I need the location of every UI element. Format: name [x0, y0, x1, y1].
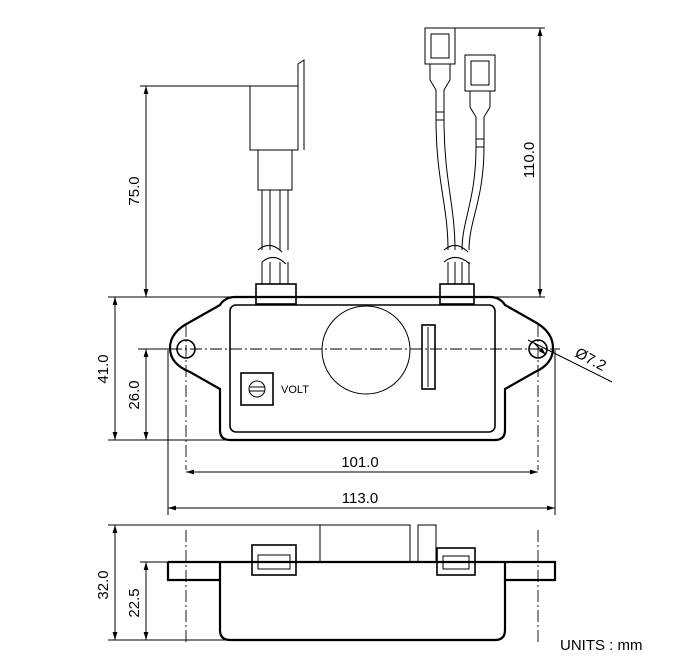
volt-label: VOLT: [281, 384, 309, 396]
top-view: VOLT: [150, 27, 560, 470]
spade-terminals: [424, 27, 496, 305]
dim-22-5: 22.5: [126, 588, 143, 617]
capacitor-top: [321, 305, 411, 395]
dimension-texts-side: 32.0 22.5: [95, 570, 143, 617]
heat-sink-slot: [421, 324, 436, 390]
dim-101: 101.0: [341, 454, 379, 471]
dimension-texts-top: 75.0 110.0 41.0 26.0 101.0 113.0 Ø7.2: [95, 142, 609, 507]
potentiometer-screw-icon: [248, 380, 266, 398]
dim-75: 75.0: [126, 176, 143, 205]
side-capacitor: [319, 524, 411, 563]
dim-110: 110.0: [521, 142, 538, 178]
dimension-lines-top: [108, 27, 613, 515]
dim-41: 41.0: [95, 354, 112, 383]
dimension-lines-side: [108, 524, 320, 641]
volt-adjuster: [240, 372, 274, 406]
dim-hole-diameter: Ø7.2: [572, 345, 609, 375]
dim-32: 32.0: [95, 570, 112, 599]
regulator-body: [229, 304, 496, 433]
units-label: UNITS : mm: [560, 637, 643, 654]
plug-connector: [249, 59, 305, 305]
mounting-flange: [168, 295, 555, 442]
dim-26: 26.0: [126, 380, 143, 409]
dim-113: 113.0: [342, 490, 378, 507]
side-view: [166, 524, 557, 645]
side-body: [218, 580, 507, 642]
